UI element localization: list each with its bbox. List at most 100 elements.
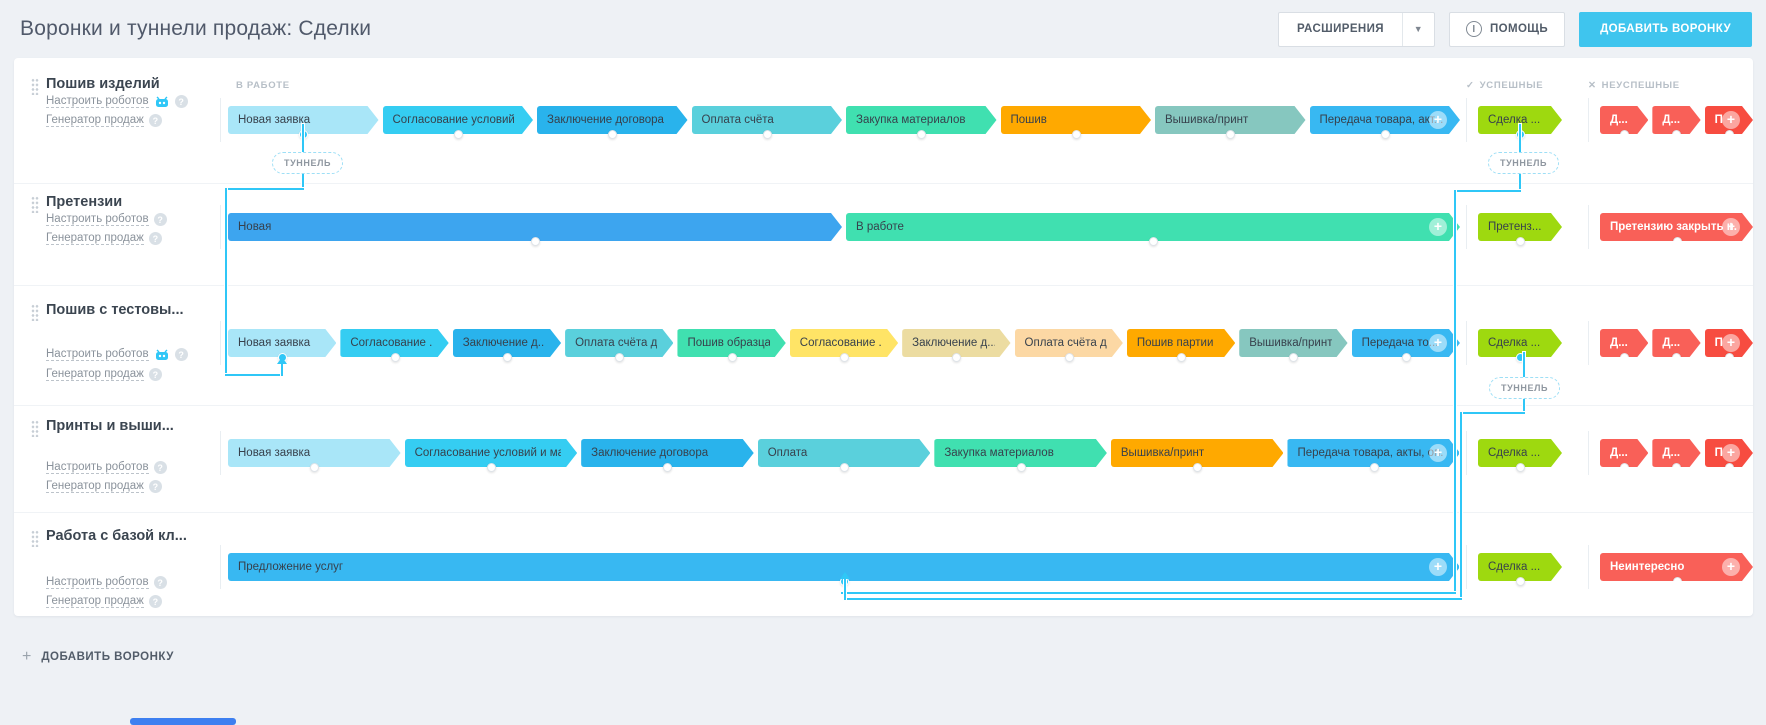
tunnel-dot[interactable] <box>1672 577 1682 581</box>
tunnel-dot[interactable] <box>1289 353 1299 362</box>
tunnel-dot[interactable] <box>310 463 320 472</box>
tunnel-dot[interactable] <box>1380 130 1390 139</box>
sales-generator-link-text[interactable]: Генератор продаж <box>46 232 144 245</box>
sales-generator-link-text[interactable]: Генератор продаж <box>46 480 144 493</box>
tunnel-dot[interactable] <box>1516 577 1525 586</box>
stage-fail[interactable]: П+ <box>1705 439 1753 467</box>
chevron-down-icon[interactable]: ▼ <box>1401 12 1434 46</box>
tunnel-dot[interactable] <box>1724 353 1734 357</box>
add-stage-button[interactable]: + <box>1721 111 1740 129</box>
stage[interactable]: Передача то...+ <box>1352 329 1460 362</box>
stage-fail[interactable]: Д... <box>1600 329 1648 357</box>
stage[interactable]: Пошив партии <box>1127 329 1235 362</box>
tunnel-dot[interactable] <box>1620 130 1630 134</box>
add-funnel-bottom-button[interactable]: + ДОБАВИТЬ ВОРОНКУ <box>22 648 174 666</box>
tunnel-dot[interactable] <box>1016 463 1026 472</box>
stage-fail[interactable]: Неинтересно+ <box>1600 553 1753 581</box>
tunnel-dot[interactable] <box>952 353 962 362</box>
help-question-icon[interactable]: ? <box>153 576 167 589</box>
configure-robots-link-text[interactable]: Настроить роботов <box>46 576 149 589</box>
tunnel-dot[interactable] <box>615 353 625 362</box>
horizontal-scrollbar-thumb[interactable] <box>130 718 236 725</box>
add-stage-button[interactable]: + <box>1722 558 1740 576</box>
sales-generator-link-text[interactable]: Генератор продаж <box>46 368 144 381</box>
help-question-icon[interactable]: ? <box>174 95 188 108</box>
stage-fail[interactable]: П+ <box>1705 106 1753 134</box>
configure-robots-link-text[interactable]: Настроить роботов <box>46 95 149 108</box>
stage[interactable]: Закупка материалов <box>934 439 1107 472</box>
tunnel-dot[interactable] <box>502 353 512 362</box>
stage-fail[interactable]: П+ <box>1705 329 1753 357</box>
tunnel-dot[interactable] <box>1177 353 1187 362</box>
stage[interactable]: Заключение договора <box>537 106 688 139</box>
tunnel-dot[interactable] <box>1516 237 1525 246</box>
stage[interactable]: Новая заявка <box>228 329 336 362</box>
stage[interactable]: Закупка материалов <box>846 106 997 139</box>
drag-handle-icon[interactable] <box>31 304 39 321</box>
help-question-icon[interactable]: ? <box>148 232 162 245</box>
tunnel-badge[interactable]: ТУННЕЛЬ <box>1488 152 1560 174</box>
stage-success[interactable]: Сделка ... <box>1478 553 1562 586</box>
add-stage-button[interactable]: + <box>1722 218 1740 236</box>
stage[interactable]: Согласование условий ... <box>383 106 534 139</box>
tunnel-dot[interactable] <box>1724 130 1734 134</box>
drag-handle-icon[interactable] <box>31 420 39 437</box>
stage-fail[interactable]: Д... <box>1600 439 1648 467</box>
stage-fail[interactable]: Д... <box>1652 329 1700 357</box>
extensions-button[interactable]: РАСШИРЕНИЯ ▼ <box>1277 11 1435 47</box>
add-stage-button[interactable]: + <box>1429 558 1447 576</box>
stage-fail[interactable]: Д... <box>1600 106 1648 134</box>
help-question-icon[interactable]: ? <box>148 114 162 127</box>
stage[interactable]: Вышивка/принт <box>1155 106 1306 139</box>
stage[interactable]: Согласование условий и мак... <box>405 439 578 472</box>
help-question-icon[interactable]: ? <box>153 213 167 226</box>
stage[interactable]: В работе+ <box>846 213 1460 246</box>
help-question-icon[interactable]: ? <box>153 461 167 474</box>
stage[interactable]: Пошив <box>1001 106 1152 139</box>
stage-fail[interactable]: Д... <box>1652 439 1700 467</box>
tunnel-dot[interactable] <box>531 237 540 246</box>
drag-handle-icon[interactable] <box>31 530 39 547</box>
stage-success[interactable]: Сделка ... <box>1478 439 1562 472</box>
stage[interactable]: Новая заявка <box>228 439 401 472</box>
add-stage-button[interactable]: + <box>1429 444 1448 462</box>
stage[interactable]: Оплата счёта д... <box>565 329 673 362</box>
stage-success[interactable]: Претенз... <box>1478 213 1562 246</box>
stage-fail[interactable]: Д... <box>1652 106 1700 134</box>
stage[interactable]: Заключение д... <box>902 329 1010 362</box>
tunnel-dot[interactable] <box>839 353 849 362</box>
tunnel-dot[interactable] <box>1724 463 1734 467</box>
help-question-icon[interactable]: ? <box>174 348 188 361</box>
tunnel-dot[interactable] <box>1516 463 1525 472</box>
stage[interactable]: Заключение д... <box>453 329 561 362</box>
tunnel-dot[interactable] <box>1672 237 1682 241</box>
stage-fail[interactable]: Претензию закрыть н...+ <box>1600 213 1753 241</box>
tunnel-dot[interactable] <box>840 463 850 472</box>
drag-handle-icon[interactable] <box>31 196 39 213</box>
drag-handle-icon[interactable] <box>31 78 39 95</box>
tunnel-dot[interactable] <box>390 353 400 362</box>
stage[interactable]: Пошив образца <box>677 329 785 362</box>
sales-generator-link-text[interactable]: Генератор продаж <box>46 595 144 608</box>
add-stage-button[interactable]: + <box>1721 444 1740 462</box>
stage-success[interactable]: Сделка ... <box>1478 329 1562 362</box>
sales-generator-link-text[interactable]: Генератор продаж <box>46 114 144 127</box>
tunnel-dot[interactable] <box>762 130 772 139</box>
configure-robots-link-text[interactable]: Настроить роботов <box>46 348 149 361</box>
tunnel-dot[interactable] <box>1401 353 1411 362</box>
add-stage-button[interactable]: + <box>1429 111 1447 129</box>
stage[interactable]: Оплата счёта д... <box>1015 329 1123 362</box>
tunnel-dot[interactable] <box>1149 237 1158 246</box>
add-stage-button[interactable]: + <box>1429 218 1447 236</box>
tunnel-dot[interactable] <box>1071 130 1081 139</box>
tunnel-dot[interactable] <box>727 353 737 362</box>
tunnel-dot[interactable] <box>1369 463 1379 472</box>
add-stage-button[interactable]: + <box>1721 334 1740 352</box>
stage[interactable]: Заключение договора <box>581 439 754 472</box>
tunnel-dot[interactable] <box>663 463 673 472</box>
tunnel-badge[interactable]: ТУННЕЛЬ <box>272 152 344 174</box>
extensions-button-label[interactable]: РАСШИРЕНИЯ <box>1296 23 1384 35</box>
tunnel-dot[interactable] <box>1064 353 1074 362</box>
stage[interactable]: Оплата счёта <box>692 106 843 139</box>
add-stage-button[interactable]: + <box>1428 334 1447 352</box>
